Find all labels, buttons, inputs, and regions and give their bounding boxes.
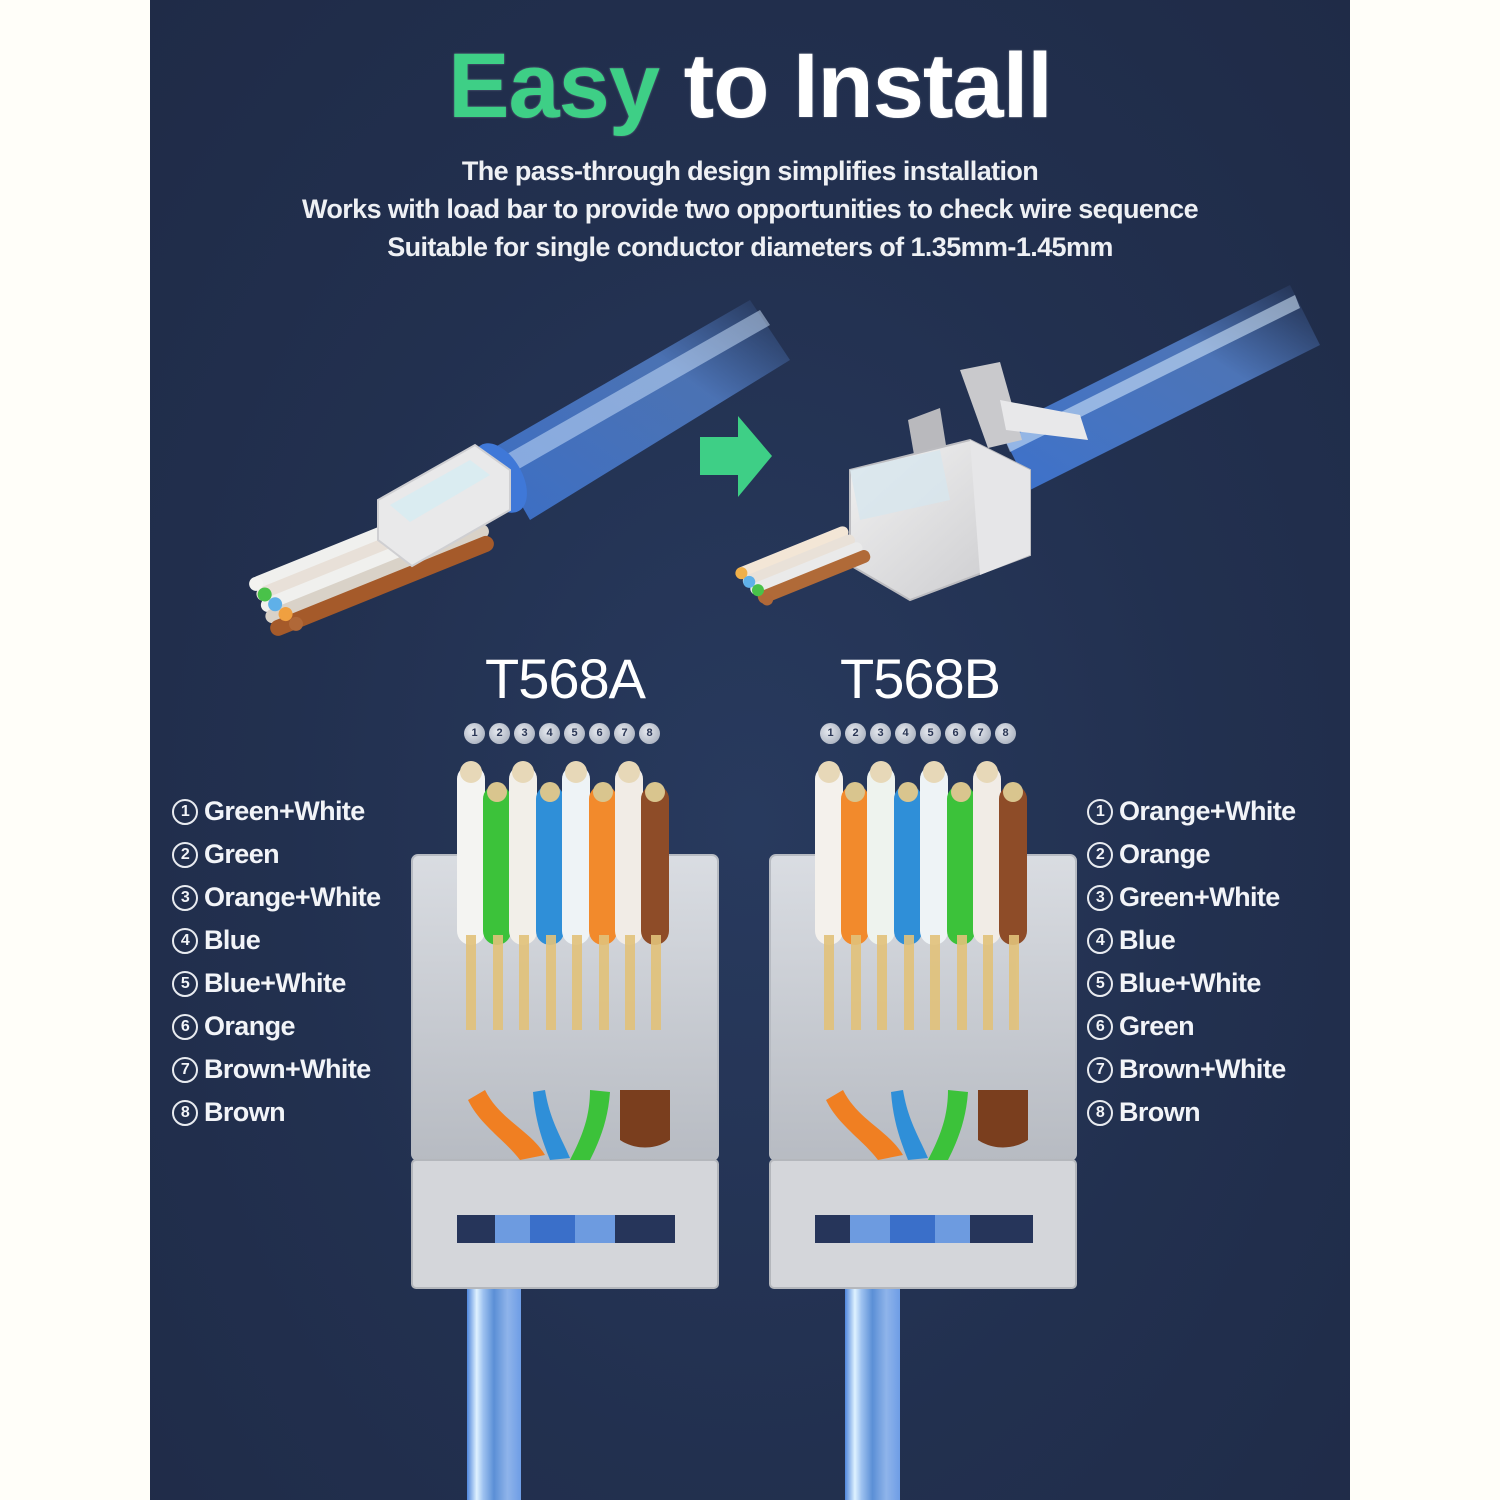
wire-label: Orange+White <box>204 882 381 912</box>
wire-label: Orange <box>1119 839 1211 869</box>
wire-label: Brown+White <box>1119 1054 1286 1084</box>
wire-label: Brown <box>204 1097 286 1127</box>
wire-label: Brown+White <box>204 1054 371 1084</box>
wire-label: Green <box>204 839 280 869</box>
title-rest: to Install <box>683 35 1053 137</box>
t568a-connector-icon <box>411 761 719 1500</box>
pin-number: 7 <box>614 723 635 744</box>
wire-label: Green+White <box>1119 882 1280 912</box>
right-arrow-icon <box>700 416 772 497</box>
wire-label: Blue <box>204 925 261 955</box>
t568a-title: T568A <box>485 647 646 710</box>
wire-label: Green+White <box>204 796 365 826</box>
illustration <box>249 285 1320 1500</box>
circled-number: 2 <box>1087 841 1113 868</box>
circled-number: 4 <box>1087 927 1113 954</box>
pin-number: 4 <box>895 723 916 744</box>
wire-label: Orange+White <box>1119 796 1296 826</box>
wire-label: Orange <box>204 1011 296 1041</box>
pin-number: 1 <box>820 723 841 744</box>
subtitle: The pass-through design simplifies insta… <box>150 152 1350 266</box>
title-accent: Easy <box>448 35 660 137</box>
pin-number: 5 <box>564 723 585 744</box>
wire-label: Brown <box>1119 1097 1201 1127</box>
circled-number: 8 <box>172 1099 198 1126</box>
t568b-title: T568B <box>840 647 1001 710</box>
pin-number: 4 <box>539 723 560 744</box>
pin-number: 3 <box>870 723 891 744</box>
pin-number: 1 <box>464 723 485 744</box>
subtitle-line: The pass-through design simplifies insta… <box>461 156 1039 186</box>
circled-number: 7 <box>1087 1056 1113 1083</box>
circled-number: 6 <box>172 1013 198 1040</box>
subtitle-line: Works with load bar to provide two oppor… <box>301 194 1199 224</box>
circled-number: 4 <box>172 927 198 954</box>
cable-with-load-bar-icon <box>249 300 790 636</box>
shielded-rj45-connector-icon <box>735 285 1320 606</box>
circled-number: 1 <box>172 798 198 825</box>
circled-number: 7 <box>172 1056 198 1083</box>
circled-number: 5 <box>1087 970 1113 997</box>
circled-number: 6 <box>1087 1013 1113 1040</box>
wire-label: Blue+White <box>204 968 346 998</box>
t568b-pin-numbers: 1 2 3 4 5 6 7 8 <box>820 723 1016 744</box>
t568b-connector-icon <box>769 761 1077 1500</box>
pin-number: 8 <box>995 723 1016 744</box>
pin-number: 2 <box>489 723 510 744</box>
pin-number: 6 <box>945 723 966 744</box>
circled-number: 3 <box>172 884 198 911</box>
pin-number: 2 <box>845 723 866 744</box>
circled-number: 3 <box>1087 884 1113 911</box>
circled-number: 5 <box>172 970 198 997</box>
circled-number: 1 <box>1087 798 1113 825</box>
pin-number: 3 <box>514 723 535 744</box>
pin-number: 7 <box>970 723 991 744</box>
wire-label: Blue <box>1119 925 1176 955</box>
circled-number: 2 <box>172 841 198 868</box>
infographic-panel: Easy to Install The pass-through design … <box>150 0 1350 1500</box>
subtitle-line: Suitable for single conductor diameters … <box>387 232 1113 262</box>
pin-number: 6 <box>589 723 610 744</box>
circled-number: 8 <box>1087 1099 1113 1126</box>
pin-number: 5 <box>920 723 941 744</box>
page-title: Easy to Install <box>150 36 1350 136</box>
wire-label: Green <box>1119 1011 1195 1041</box>
wire-label: Blue+White <box>1119 968 1261 998</box>
t568a-pin-numbers: 1 2 3 4 5 6 7 8 <box>464 723 660 744</box>
pin-number: 8 <box>639 723 660 744</box>
